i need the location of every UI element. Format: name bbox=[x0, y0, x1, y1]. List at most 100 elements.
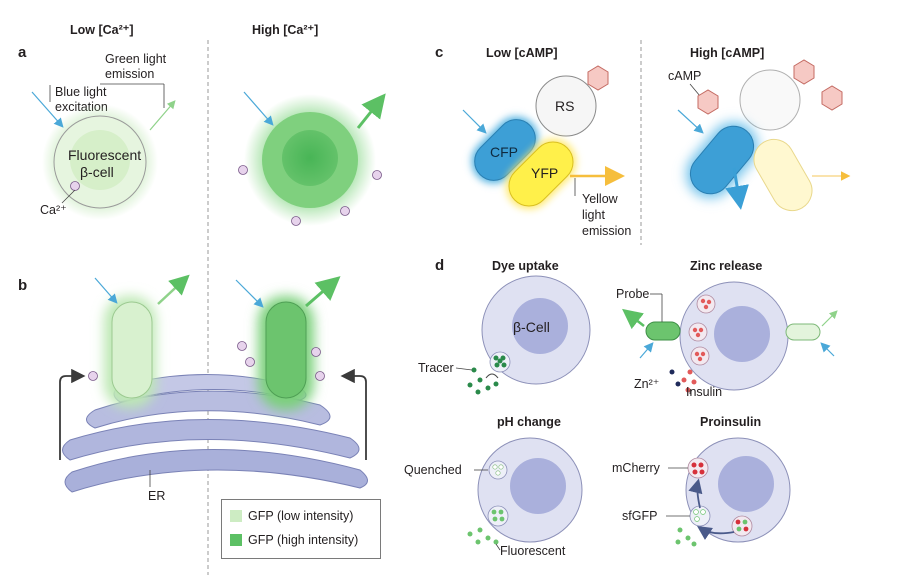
high-gfp-sensor bbox=[265, 301, 307, 399]
er-label: ER bbox=[148, 489, 165, 503]
panel-b-letter: b bbox=[18, 277, 27, 294]
high-camp-molecule-3 bbox=[821, 85, 843, 111]
high-camp-molecule-1 bbox=[697, 89, 719, 115]
dye-uptake-title: Dye uptake bbox=[492, 259, 559, 273]
probe-excitation-arrow bbox=[639, 342, 654, 359]
tracer-leader bbox=[455, 367, 473, 371]
panel-c-high-title: High [cAMP] bbox=[690, 46, 764, 60]
fluorescent-particles bbox=[467, 527, 499, 545]
low-rs-domain bbox=[535, 75, 597, 137]
fluorescent-vesicle bbox=[487, 505, 509, 527]
yellow-label-1: Yellow bbox=[582, 192, 619, 206]
legend-swatch-low bbox=[230, 510, 242, 522]
panel-c-low-title: Low [cAMP] bbox=[486, 46, 558, 60]
tracer-particles bbox=[467, 367, 499, 395]
blue-light-label-1: Blue light bbox=[55, 85, 107, 99]
proinsulin-title: Proinsulin bbox=[700, 415, 761, 429]
b-low-blue-arrow bbox=[94, 277, 118, 304]
low-blue-excitation-arrow bbox=[31, 91, 64, 128]
b-high-return-arrow bbox=[340, 368, 367, 460]
ca-label: Ca²⁺ bbox=[40, 203, 67, 217]
cfp-label: CFP bbox=[490, 144, 518, 160]
proinsulin-vesicle bbox=[731, 515, 753, 537]
high-cell-nucleus bbox=[282, 130, 338, 186]
zn-label: Zn²⁺ bbox=[634, 377, 659, 391]
cell-label-1: Fluorescent bbox=[68, 147, 141, 163]
zinc-probe-bound bbox=[645, 321, 681, 341]
beta-cell-label: β-Cell bbox=[513, 319, 550, 335]
high-ca-ion-1 bbox=[238, 165, 248, 175]
b-high-ca-ion-2 bbox=[245, 357, 255, 367]
b-high-blue-arrow bbox=[235, 279, 264, 308]
low-cfp-group bbox=[471, 116, 539, 184]
low-yfp-group bbox=[505, 138, 577, 210]
b-high-ca-ion-3 bbox=[311, 347, 321, 357]
low-green-emission-arrow bbox=[149, 100, 176, 131]
mcherry-label: mCherry bbox=[612, 461, 661, 475]
yfp-label: YFP bbox=[531, 165, 558, 181]
zinc-ion-2 bbox=[675, 381, 681, 387]
high-yfp-protein bbox=[753, 138, 813, 212]
green-light-label-2: emission bbox=[105, 67, 154, 81]
endocytosis-pit bbox=[485, 373, 499, 379]
cell-label-2: β-cell bbox=[80, 164, 114, 180]
high-rs-domain bbox=[739, 69, 801, 131]
panel-c-letter: c bbox=[435, 44, 443, 61]
rs-label: RS bbox=[555, 98, 574, 114]
sfgfp-label: sfGFP bbox=[622, 509, 657, 523]
panel-a-letter: a bbox=[18, 44, 27, 61]
b-high-green-arrow bbox=[305, 276, 341, 308]
fluorescent-label: Fluorescent bbox=[500, 544, 566, 558]
b-low-green-arrow bbox=[157, 274, 190, 305]
legend-row-low: GFP (low intensity) bbox=[230, 509, 353, 523]
legend-swatch-high bbox=[230, 534, 242, 546]
zinc-ion-1 bbox=[669, 369, 675, 375]
camp-leader bbox=[689, 83, 701, 97]
low-yfp-protein bbox=[508, 141, 574, 207]
gfp-legend: GFP (low intensity) GFP (high intensity) bbox=[221, 499, 381, 559]
high-yfp-group bbox=[753, 138, 813, 212]
quenched-vesicle bbox=[488, 460, 508, 480]
ca-leader bbox=[61, 189, 76, 204]
dye-uptake-nucleus bbox=[512, 298, 568, 354]
quenched-label: Quenched bbox=[404, 463, 462, 477]
mcherry-vesicle bbox=[687, 457, 709, 479]
fluorescent-leader bbox=[495, 543, 501, 551]
yellow-label-3: emission bbox=[582, 224, 631, 238]
yellow-label-2: light bbox=[582, 208, 605, 222]
tracer-label: Tracer bbox=[418, 361, 454, 375]
high-ca-ion-3 bbox=[291, 216, 301, 226]
high-cfp-group bbox=[686, 122, 758, 198]
legend-label-low: GFP (low intensity) bbox=[248, 509, 354, 523]
probe-label: Probe bbox=[616, 287, 649, 301]
low-ca-ion bbox=[70, 181, 80, 191]
sfgfp-particles bbox=[675, 527, 697, 547]
high-blue-excitation-arrow bbox=[243, 91, 274, 126]
c-high-cyan-emission-arrow bbox=[725, 167, 749, 210]
ph-change-nucleus bbox=[510, 458, 566, 514]
zinc-release-nucleus bbox=[714, 306, 770, 362]
panel-a-low-title: Low [Ca²⁺] bbox=[70, 23, 134, 37]
legend-label-high: GFP (high intensity) bbox=[248, 533, 359, 547]
b-low-ca-ion bbox=[88, 371, 98, 381]
high-cfp-protein bbox=[689, 125, 755, 195]
b-high-ca-ion-4 bbox=[315, 371, 325, 381]
proinsulin-nucleus bbox=[718, 456, 774, 512]
panel-a-high-title: High [Ca²⁺] bbox=[252, 23, 318, 37]
unbound-excitation-arrow bbox=[820, 342, 835, 357]
zinc-probe-unbound bbox=[785, 323, 821, 341]
b-high-ca-ion-1 bbox=[237, 341, 247, 351]
tracer-vesicle bbox=[489, 351, 511, 373]
green-light-label-1: Green light bbox=[105, 52, 167, 66]
c-low-blue-arrow bbox=[462, 109, 487, 134]
camp-label: cAMP bbox=[668, 69, 701, 83]
high-ca-ion-4 bbox=[340, 206, 350, 216]
probe-emission-arrow bbox=[622, 308, 645, 330]
high-green-emission-arrow bbox=[356, 93, 386, 129]
insulin-granules bbox=[688, 294, 716, 366]
sfgfp-vesicle bbox=[689, 505, 711, 527]
high-ca-ion-2 bbox=[372, 170, 382, 180]
legend-row-high: GFP (high intensity) bbox=[230, 533, 358, 547]
ph-change-title: pH change bbox=[497, 415, 561, 429]
